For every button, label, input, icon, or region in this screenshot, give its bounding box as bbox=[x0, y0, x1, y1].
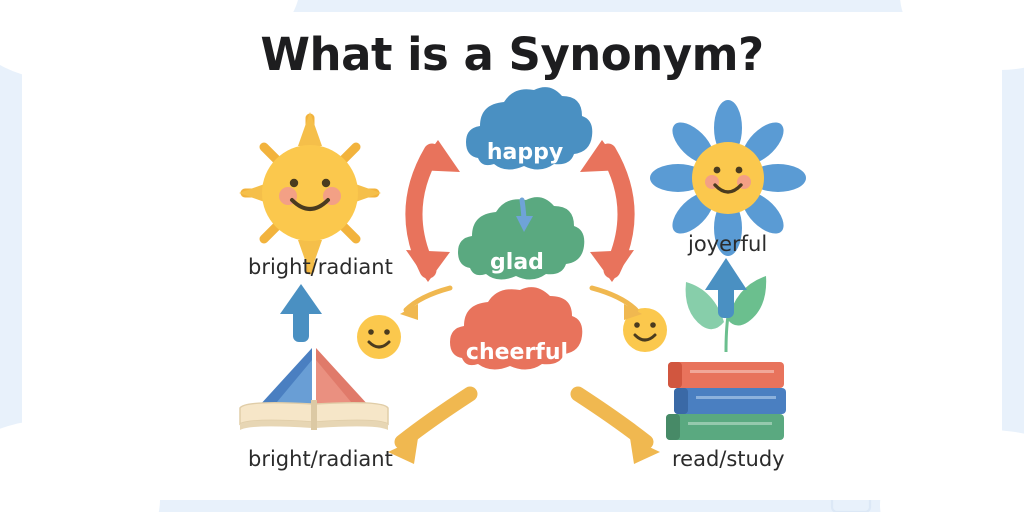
label-joyerful: joyerful bbox=[688, 232, 768, 256]
flower-smiley-icon bbox=[650, 100, 806, 256]
small-smiley-icon-left bbox=[357, 315, 401, 359]
arrow-cheerful-left bbox=[388, 386, 478, 464]
word-bubble-cheerful bbox=[450, 287, 583, 370]
label-read-study: read/study bbox=[672, 447, 785, 471]
arrow-right-curve bbox=[580, 140, 635, 282]
arrow-glad-left-small bbox=[400, 285, 453, 320]
arrow-happy-to-glad bbox=[516, 197, 533, 232]
arrow-book-up bbox=[280, 284, 322, 342]
open-book-icon bbox=[239, 348, 389, 430]
arrow-cheerful-right bbox=[570, 386, 660, 464]
arrow-flower-up bbox=[705, 258, 747, 318]
word-bubble-happy bbox=[466, 87, 593, 170]
stacked-books-icon bbox=[666, 276, 786, 440]
arrow-glad-right-small bbox=[589, 285, 642, 320]
small-smiley-icon-right bbox=[623, 308, 667, 352]
word-bubble-label-happy: happy bbox=[486, 140, 564, 165]
word-bubble-glad bbox=[458, 197, 585, 280]
label-bright-radiant-top: bright/radiant bbox=[248, 255, 393, 279]
word-bubble-label-cheerful: cheerful bbox=[465, 340, 569, 365]
label-bright-radiant-bottom: bright/radiant bbox=[248, 447, 393, 471]
word-bubble-label-glad: glad bbox=[490, 250, 544, 275]
arrow-left-curve bbox=[405, 140, 460, 282]
sun-smiley-icon bbox=[239, 112, 381, 275]
page-title: What is a Synonym? bbox=[260, 28, 764, 81]
